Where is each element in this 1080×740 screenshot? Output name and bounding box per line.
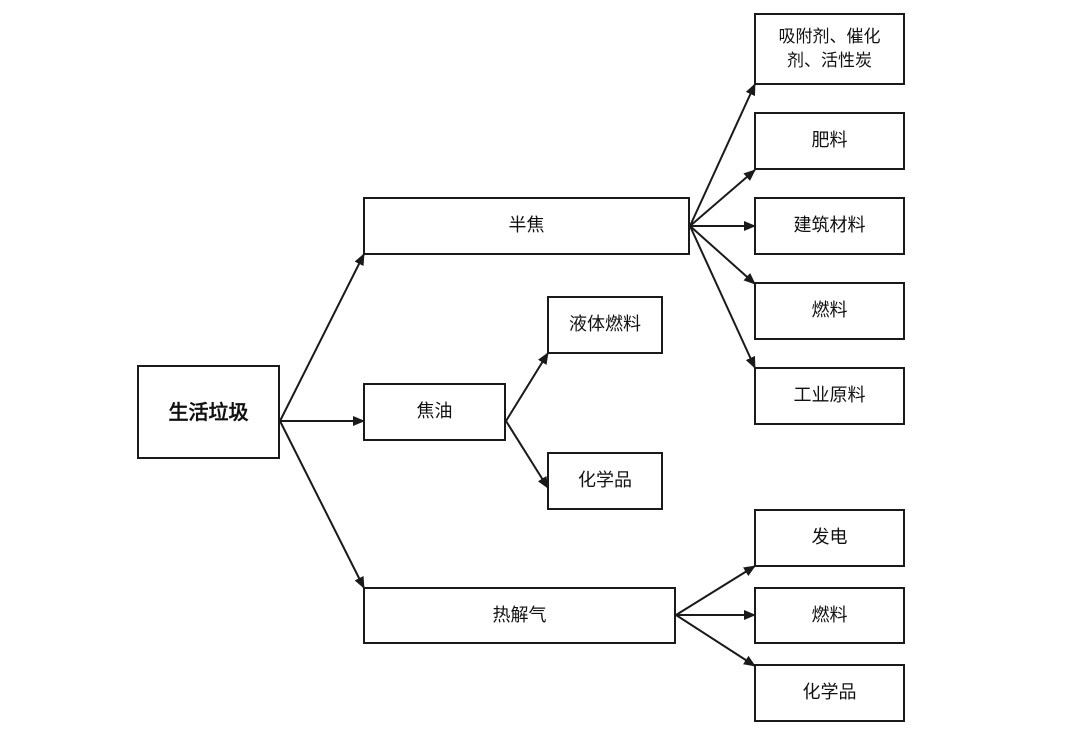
node-fertilizer: 肥料 [754,112,905,170]
node-gas-fuel-label: 燃料 [811,604,848,626]
arrow-tar-to-chemicals [505,420,549,489]
node-industrial-raw-materials-label: 工业原料 [793,385,866,406]
node-pyrolysis-gas: 热解气 [363,587,676,644]
node-industrial-raw-materials: 工业原料 [754,367,905,425]
node-tar-label: 焦油 [416,401,453,422]
node-pyrolysis-gas-label: 热解气 [492,604,547,626]
node-adsorbent-line2: 剂、活性炭 [787,51,872,71]
arrow-semi-coke-to-adsorbent [689,83,756,227]
node-municipal-waste-label: 生活垃圾 [168,400,249,424]
node-semi-coke-label: 半焦 [508,215,545,236]
node-power-generation: 发电 [754,509,905,567]
node-gas-chemicals: 化学品 [754,664,905,722]
node-fertilizer-label: 肥料 [811,130,848,151]
arrow-semi-coke-to-industrial [689,225,756,369]
node-semi-coke: 半焦 [363,197,690,255]
node-semi-coke-fuel-label: 燃料 [811,300,848,321]
node-adsorbent-line1: 吸附剂、催化 [778,27,881,47]
node-power-generation-label: 发电 [811,527,848,548]
arrow-root-to-pyrolysis-gas [279,420,365,589]
node-gas-chemicals-label: 化学品 [802,682,857,703]
node-tar-chemicals-label: 化学品 [578,470,632,491]
node-adsorbent-catalyst-activated-carbon: 吸附剂、催化 剂、活性炭 [754,13,905,85]
node-gas-fuel: 燃料 [754,587,905,644]
node-tar: 焦油 [363,383,506,441]
arrow-gas-to-chemicals [675,614,756,667]
node-building-materials: 建筑材料 [754,197,905,255]
node-liquid-fuel: 液体燃料 [547,296,663,354]
arrow-semi-coke-to-fertilizer [689,169,756,227]
arrow-semi-coke-to-fuel [689,225,756,285]
node-municipal-waste: 生活垃圾 [137,365,280,459]
node-adsorbent-text: 吸附剂、催化 剂、活性炭 [773,25,887,73]
node-building-materials-label: 建筑材料 [793,215,866,236]
node-semi-coke-fuel: 燃料 [754,282,905,340]
node-liquid-fuel-label: 液体燃料 [569,314,641,335]
node-tar-chemicals: 化学品 [547,452,663,510]
arrow-gas-to-power [675,565,756,616]
arrow-tar-to-liquid-fuel [505,352,549,422]
arrow-root-to-semi-coke [279,253,365,422]
